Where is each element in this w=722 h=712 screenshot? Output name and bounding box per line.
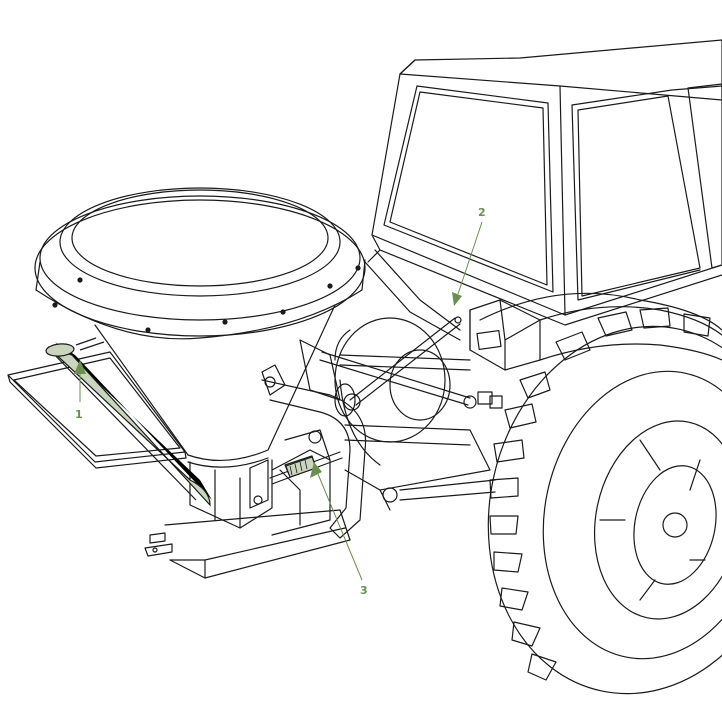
callout-3-label: 3 (360, 584, 368, 597)
gearbox-frame (144, 339, 367, 579)
callout-2-label: 2 (478, 206, 486, 219)
three-point-linkage (334, 249, 496, 511)
hopper (34, 187, 366, 468)
callout-2: 2 (452, 206, 486, 306)
callout-1-label: 1 (75, 408, 83, 421)
spread-spout (45, 337, 212, 507)
tractor-cab (367, 39, 722, 326)
callout-1: 1 (74, 360, 86, 421)
tractor-rear-wheel (487, 307, 722, 695)
top-link-rod (319, 316, 503, 411)
callout-3: 3 (310, 462, 368, 597)
